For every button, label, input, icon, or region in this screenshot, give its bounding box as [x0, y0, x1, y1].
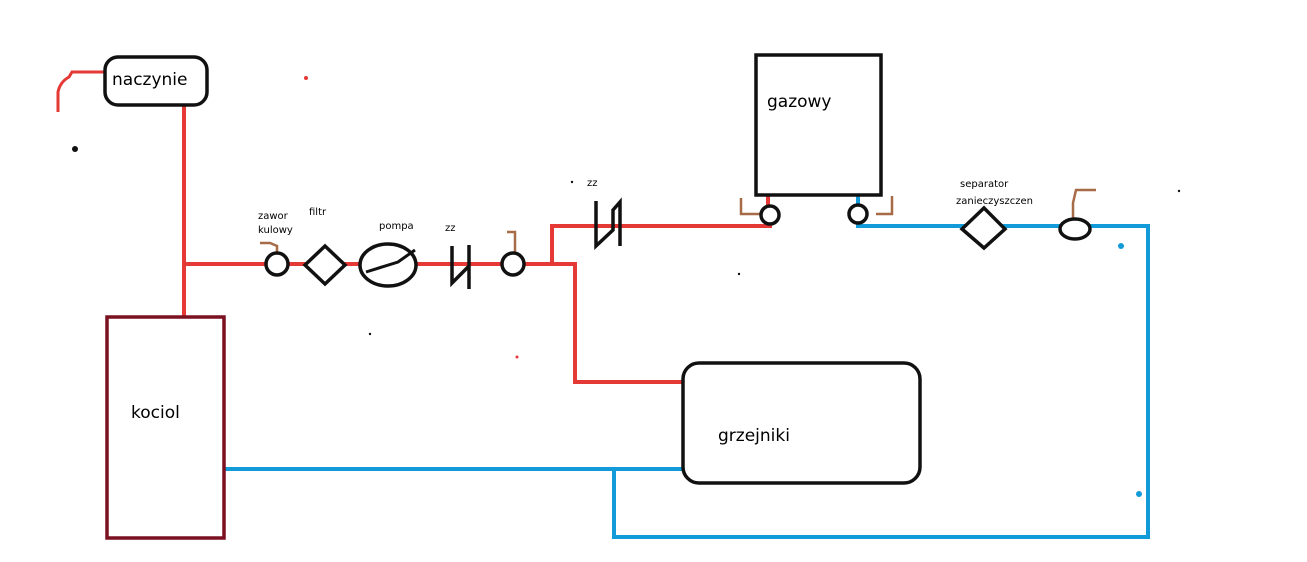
zz-top-label: zz: [587, 178, 598, 189]
stray-dot-top-zz: [570, 180, 574, 184]
return-pipes: [222, 194, 1150, 539]
ball-valve-circle: [264, 251, 290, 277]
naczynie-label: naczynie: [112, 70, 187, 90]
grzejniki-radiators: grzejniki: [681, 361, 922, 485]
gazowy-return-connection: [847, 196, 894, 225]
grzejniki-box: [681, 361, 922, 485]
kociol-label: kociol: [131, 403, 180, 423]
gazowy-return-hook: [876, 196, 894, 216]
pump-inner-line: [365, 248, 416, 274]
gazowy-supply-hook: [739, 198, 760, 216]
zz-left-label: zz: [445, 223, 456, 234]
check-valve-left-shape: [450, 245, 471, 289]
supply-pipe-right-step: [550, 262, 688, 384]
supply-pipes: [182, 102, 772, 384]
gazowy-return-circle: [847, 203, 869, 225]
naczynie-vessel: naczynie: [103, 55, 209, 107]
return-valve-oval: [1058, 217, 1092, 241]
stray-blue-dot-upper: [1118, 243, 1124, 249]
gazowy-label: gazowy: [767, 92, 832, 112]
return-valve-symbol: [1058, 188, 1096, 241]
filter-diamond: [302, 243, 348, 287]
kociol-box: [105, 315, 226, 540]
stray-red-dot-top: [304, 76, 308, 80]
valve-before-split-hook: [507, 230, 517, 252]
kociol-boiler: kociol: [105, 315, 226, 540]
separator-symbol: [959, 205, 1008, 251]
return-valve-hook: [1071, 188, 1096, 218]
grzejniki-label: grzejniki: [718, 426, 790, 446]
ball-valve-symbol: [260, 241, 290, 277]
stray-dot-pompa: [368, 332, 372, 336]
pump-symbol: [358, 242, 418, 288]
stray-dot-right: [1177, 189, 1181, 193]
zawor-label-line1: zawor: [258, 211, 289, 222]
return-pipe-gazowy-line: [612, 224, 1150, 539]
valve-symbol-before-split: [500, 230, 526, 277]
stray-dot-left: [72, 146, 78, 152]
stray-blue-dot-lower: [1136, 491, 1142, 497]
check-valve-top-shape: [594, 197, 622, 251]
pompa-label: pompa: [379, 221, 414, 232]
zawor-label-line2: kulowy: [258, 225, 293, 236]
separator-label-line1: separator: [960, 179, 1009, 190]
stray-red-mark: [56, 70, 104, 112]
gazowy-boiler: gazowy: [754, 53, 883, 197]
check-valve-symbol-left: [450, 245, 471, 289]
separator-label-line2: zanieczyszczen: [956, 196, 1033, 207]
ball-valve-hook: [260, 241, 279, 254]
gazowy-box: [754, 53, 883, 197]
filter-symbol: [302, 243, 348, 287]
filtr-label: filtr: [309, 207, 327, 218]
gazowy-supply-connection: [739, 198, 781, 226]
separator-diamond: [959, 205, 1008, 251]
check-valve-symbol-top: [594, 197, 622, 251]
valve-before-split-circle: [500, 251, 526, 277]
naczynie-box: [103, 55, 209, 107]
gazowy-supply-circle: [759, 204, 781, 226]
stray-dot-grzejniki-left: [515, 355, 519, 359]
stray-dot-middle: [737, 272, 741, 276]
